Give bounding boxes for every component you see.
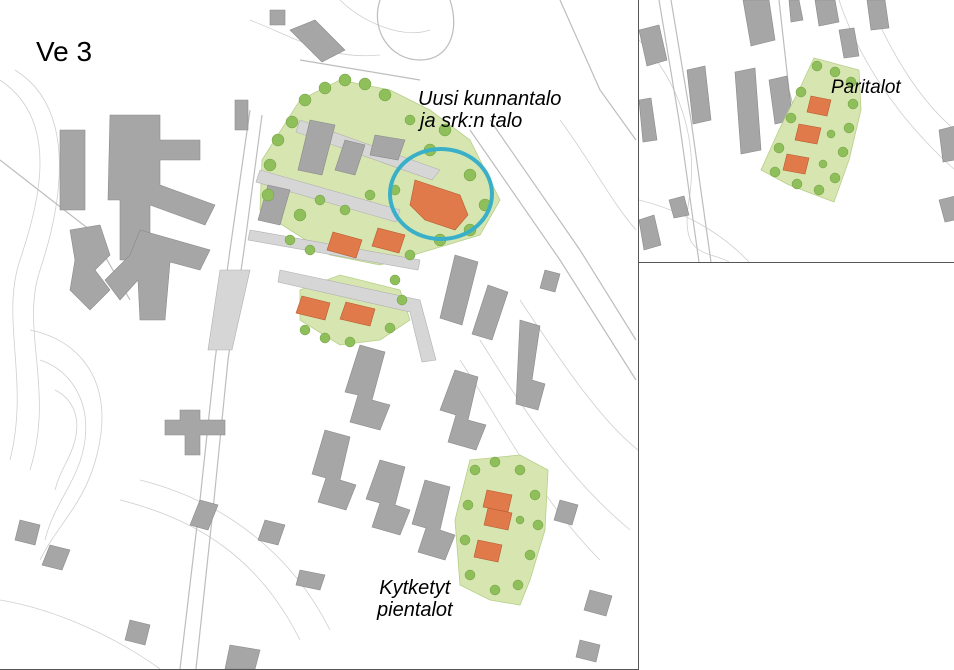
town-hall-annotation: Uusi kunnantalo ja srk:n talo [418,88,561,132]
new-buildings [295,179,513,563]
town-hall-highlight [388,147,494,241]
inset-trees [769,60,859,196]
site-plan-map [0,0,638,669]
inset-new-buildings [782,95,832,175]
linked-houses-annotation-line1: Kytketyt [379,577,451,599]
existing-buildings [14,9,613,669]
linked-houses-annotation: Kytketyt pientalot [377,577,453,621]
main-site-plan: Ve 3 Uusi kunnantalo ja srk:n talo Kytke… [0,0,639,670]
town-hall-annotation-line1: Uusi kunnantalo [418,88,562,110]
contour-lines [0,0,638,669]
roads [0,0,637,669]
inset-site-plan: Paritalot [638,0,954,263]
inset-existing-buildings [639,0,954,251]
town-hall-annotation-line2: ja srk:n talo [420,110,523,132]
variant-label: Ve 3 [36,36,93,67]
trees [261,73,544,596]
inset-map [639,0,954,262]
paired-houses-annotation: Paritalot [831,77,901,98]
linked-houses-annotation-line2: pientalot [377,599,453,621]
